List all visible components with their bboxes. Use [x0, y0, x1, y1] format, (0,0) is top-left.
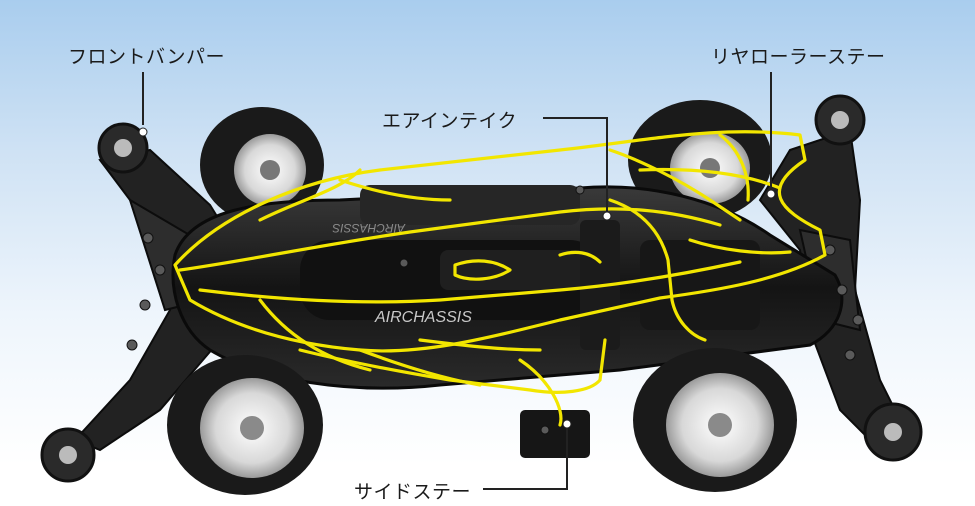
callout-dots: [138, 127, 776, 429]
wheel-front-left: [167, 355, 323, 495]
label-air-intake: エアインテイク: [382, 110, 518, 132]
callout-lines: [142, 72, 772, 490]
callout-line-air-intake: [543, 117, 608, 212]
roller-rear-bottom: [863, 402, 923, 462]
chassis-logo-lower: AIRCHASSIS: [374, 309, 472, 326]
roller-front-bottom: [40, 427, 96, 483]
roller-rear-top: [814, 94, 866, 146]
screw-holes: [126, 185, 864, 435]
label-rear-roller-stay: リヤローラーステー: [711, 46, 886, 68]
body-outline: [173, 130, 827, 427]
roller-front-top: [97, 122, 149, 174]
chassis-body: [171, 185, 844, 458]
wheel-front-right: [633, 348, 797, 492]
wheel-rear-left: [200, 107, 324, 223]
callout-line-side-stay: [483, 428, 568, 490]
label-front-bumper: フロントバンパー: [68, 46, 225, 68]
label-side-stay: サイドステー: [354, 481, 472, 503]
chassis-logo-upper: AIRCHASSIS: [332, 221, 406, 235]
